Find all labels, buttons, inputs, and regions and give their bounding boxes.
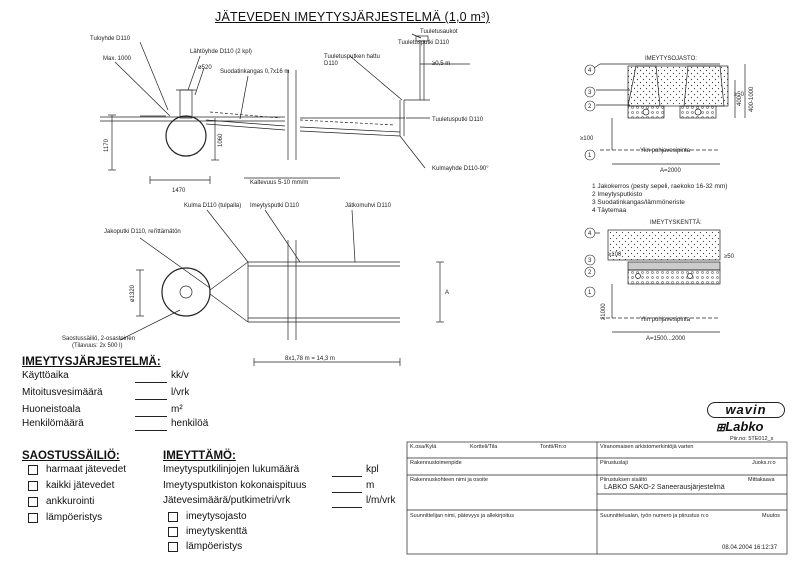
svg-text:≥50: ≥50 xyxy=(724,254,735,260)
svg-text:≥100: ≥100 xyxy=(608,252,622,258)
wavin-logo: wavin xyxy=(707,402,785,418)
form-row-huoneistoala: Huoneistoala xyxy=(22,404,81,415)
svg-text:3: 3 xyxy=(588,258,592,264)
field-section xyxy=(592,229,721,333)
labko-icon: ⊞ xyxy=(716,422,726,434)
checkbox-lampoeristys-saostus[interactable] xyxy=(28,513,38,523)
svg-text:Ylin pohjavesipinta: Ylin pohjavesipinta xyxy=(640,317,691,323)
checkbox-lampoeristys-imeyttamo[interactable] xyxy=(168,542,178,552)
label-1170: 1170 xyxy=(104,138,110,152)
field-henkilomaara[interactable] xyxy=(135,430,167,431)
label-05m: ≥0,5 m xyxy=(432,61,450,67)
label-jakoputki: Jakoputki D110, rei'ittämätön xyxy=(104,229,181,235)
legend-1: 1 Jakokerros (pesty sepeli, raekoko 16-3… xyxy=(592,183,727,190)
field-jatevesimaara[interactable] xyxy=(332,507,362,508)
form-row-kayttoaika: Käyttöaika xyxy=(22,370,69,381)
svg-text:A=2000: A=2000 xyxy=(660,168,682,174)
legend-3: 3 Suodatinkangas/lämmöneriste xyxy=(592,199,685,206)
field-huoneistoala[interactable] xyxy=(135,416,167,417)
label-kulmayhde: Kulmayhde D110-90° xyxy=(432,166,489,172)
label-jatkomuhvi: Jätkomuhvi D110 xyxy=(345,203,392,209)
labko-logo: ⊞Labko xyxy=(716,419,764,434)
field-heading: IMEYTYSKENTTÄ: xyxy=(650,219,702,226)
trench-section xyxy=(587,63,746,165)
svg-text:4: 4 xyxy=(588,68,592,74)
checkbox-kaikki[interactable] xyxy=(28,481,38,491)
svg-text:1: 1 xyxy=(588,153,592,159)
form-row-henkilomaara: Henkilömäärä xyxy=(22,418,84,429)
label-1470: 1470 xyxy=(172,188,186,194)
trench-heading: IMEYTYSOJASTO: xyxy=(645,56,697,62)
checkbox-imeytyskentta[interactable] xyxy=(168,527,178,537)
label-1060: 1060 xyxy=(218,133,224,147)
svg-text:3: 3 xyxy=(588,90,592,96)
label-suodatinkangas: Suodatinkangas 0,7x16 m xyxy=(220,69,289,75)
form-row-mitoitus: Mitoitusvesimäärä xyxy=(22,387,103,398)
label-tuuletusputki-top: Tuuletusputki D110 xyxy=(398,40,450,46)
legend-2: 2 Imeytysputkisto xyxy=(592,191,643,198)
svg-text:4: 4 xyxy=(588,231,592,237)
label-saostus: Saostussäiliö, 2-osastoinen xyxy=(62,336,135,342)
svg-text:2: 2 xyxy=(588,104,592,110)
svg-text:2: 2 xyxy=(588,270,592,276)
svg-text:Ylin pohjavesipinta: Ylin pohjavesipinta xyxy=(640,148,691,154)
plan-view xyxy=(119,209,444,366)
svg-text:400-1000: 400-1000 xyxy=(749,86,755,112)
svg-text:≥1000: ≥1000 xyxy=(601,303,607,320)
title-block-content: LABKO SAKO-2 Saneerausjärjestelmä xyxy=(604,484,725,491)
checkbox-imeytysojasto[interactable] xyxy=(168,512,178,522)
drawing-title: JÄTEVEDEN IMEYTYSJÄRJESTELMÄ (1,0 m³) xyxy=(215,10,490,24)
label-diam520: ø520 xyxy=(198,65,212,71)
label-kulma: Kulma D110 (tulpalla) xyxy=(184,203,241,209)
label-kaltevuus: Kaltevuus 5-10 mm/m xyxy=(250,180,308,186)
legend-4: 4 Täytemaa xyxy=(592,207,627,214)
title-block-grid xyxy=(406,441,788,555)
section-view xyxy=(100,33,470,184)
svg-text:400: 400 xyxy=(737,95,743,106)
field-kayttoaika[interactable] xyxy=(135,382,167,383)
print-date: 08.04.2004 16:12:37 xyxy=(722,545,778,551)
svg-text:≥100: ≥100 xyxy=(580,136,594,142)
label-hattu: Tuuletusputken hattu xyxy=(324,54,380,60)
form-saostus-title: SAOSTUSSÄILIÖ: xyxy=(22,450,120,462)
field-kokonaispituus[interactable] xyxy=(332,492,362,493)
label-length: 8x1,78 m = 14,3 m xyxy=(285,356,335,362)
svg-text:A=1500...2000: A=1500...2000 xyxy=(646,336,686,342)
field-mitoitus[interactable] xyxy=(135,399,167,400)
label-tuuletusaukot: Tuuletusaukot xyxy=(420,29,458,35)
label-a-plan: A xyxy=(445,290,449,296)
svg-text:1: 1 xyxy=(588,290,592,296)
label-lahtoyhde: Lähtöyhde D110 (2 kpl) xyxy=(190,49,252,55)
form-imeyttamo-title: IMEYTTÄMÖ: xyxy=(163,450,236,462)
svg-text:≥50: ≥50 xyxy=(734,92,745,98)
label-tuloyhde: Tuloyhde D110 xyxy=(90,36,131,42)
label-max: Max. 1000 xyxy=(103,56,132,62)
label-hattu-d110: D110 xyxy=(324,61,339,67)
checkbox-ankkurointi[interactable] xyxy=(28,497,38,507)
label-1320: ø1320 xyxy=(130,284,136,302)
label-tilavuus: (Tilavuus: 2x 500 l) xyxy=(72,343,122,349)
checkbox-harmaat[interactable] xyxy=(28,465,38,475)
label-imeytysputki: Imeytysputki D110 xyxy=(250,203,300,209)
label-tuuletusputki-side: Tuuletusputki D110 xyxy=(432,117,484,123)
field-linjat[interactable] xyxy=(332,476,362,477)
form-imeytys-title: IMEYTYSJÄRJESTELMÄ: xyxy=(22,356,161,368)
drawing-code: Piir.no: 5TE012_s xyxy=(730,436,774,442)
